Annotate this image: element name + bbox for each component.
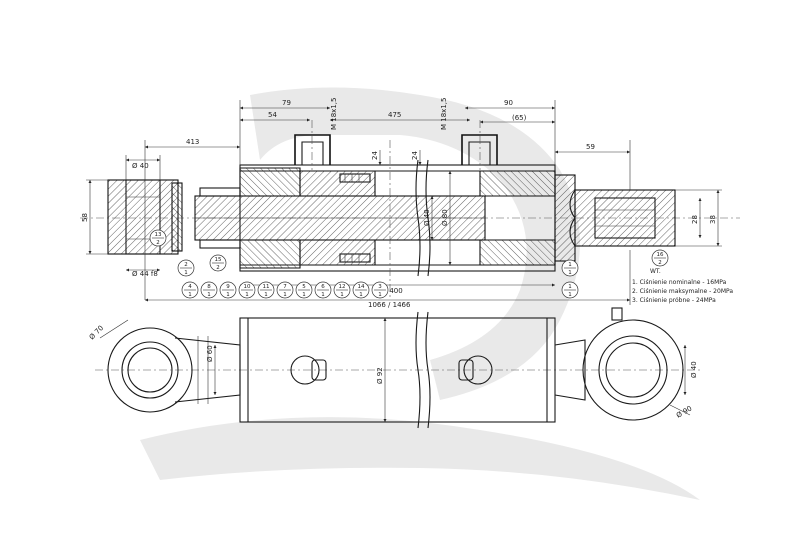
part-balloon: 162 xyxy=(651,249,669,267)
part-balloon: 41 xyxy=(181,281,199,299)
dim-24-left: 24 xyxy=(371,151,379,160)
part-balloon: 91 xyxy=(219,281,237,299)
notes-title: WT. xyxy=(650,268,661,275)
balloon-quantity: 1 xyxy=(226,292,230,298)
balloon-number: 16 xyxy=(657,252,664,258)
part-balloon: 11 xyxy=(561,259,579,277)
spec-notes: WT. 1. Ciśnienie nominalne - 16MPa 2. Ci… xyxy=(632,268,733,304)
balloon-quantity: 1 xyxy=(302,292,306,298)
part-balloon: 111 xyxy=(257,281,275,299)
dim-90: 90 xyxy=(504,99,513,107)
watermark xyxy=(140,87,700,500)
part-balloon: 61 xyxy=(314,281,332,299)
dim-side-right-bore: Ø 40 xyxy=(690,361,698,378)
balloon-quantity: 1 xyxy=(283,292,287,298)
part-balloon: 11 xyxy=(561,281,579,299)
port-left xyxy=(294,134,331,165)
part-balloon: 141 xyxy=(352,281,370,299)
balloon-number: 1 xyxy=(568,284,572,290)
dim-28: 28 xyxy=(691,215,699,224)
balloon-number: 3 xyxy=(378,284,382,290)
dimension-lines xyxy=(86,100,722,305)
dim-thread-left: M 18x1,5 xyxy=(330,98,338,130)
balloon-quantity: 1 xyxy=(359,292,363,298)
dim-eye-bore: Ø 40 xyxy=(132,162,149,170)
balloon-number: 10 xyxy=(244,284,251,290)
part-balloon: 81 xyxy=(200,281,218,299)
end-cap xyxy=(479,170,556,197)
balloon-number: 13 xyxy=(155,232,162,238)
dim-59: 59 xyxy=(586,143,595,151)
balloon-number: 4 xyxy=(188,284,192,290)
balloon-quantity: 1 xyxy=(188,292,192,298)
part-balloon: 21 xyxy=(177,259,195,277)
dim-475: 475 xyxy=(388,111,401,119)
balloon-number: 2 xyxy=(184,262,188,268)
dim-eye-height: 58 xyxy=(81,213,89,222)
balloon-number: 9 xyxy=(226,284,230,290)
balloon-quantity: 1 xyxy=(568,292,572,298)
side-view xyxy=(95,307,700,429)
balloon-quantity: 1 xyxy=(264,292,268,298)
balloon-quantity: 1 xyxy=(245,292,249,298)
part-balloon: 121 xyxy=(333,281,351,299)
balloon-number: 15 xyxy=(215,257,222,263)
part-balloon: 71 xyxy=(276,281,294,299)
balloon-quantity: 1 xyxy=(321,292,325,298)
piston xyxy=(299,170,376,197)
balloon-quantity: 1 xyxy=(568,270,572,276)
notes-line-1: 1. Ciśnienie nominalne - 16MPa xyxy=(632,279,727,286)
part-balloon: 31 xyxy=(371,281,389,299)
balloon-number: 7 xyxy=(283,284,287,290)
part-balloon: 132 xyxy=(149,229,167,247)
balloon-quantity: 2 xyxy=(658,260,662,266)
dim-length: 1066 / 1466 xyxy=(368,301,411,309)
dim-rod: Ø 40 xyxy=(423,209,431,226)
dim-side-neck: Ø 60 xyxy=(206,345,214,362)
dim-79: 79 xyxy=(282,99,291,107)
port-right xyxy=(461,134,498,165)
notes-line-2: 2. Ciśnienie maksymalne - 20MPa xyxy=(632,288,733,295)
notes-line-3: 3. Ciśnienie próbne - 24MPa xyxy=(632,297,716,304)
balloon-quantity: 2 xyxy=(216,265,220,271)
dim-side-eye-outer: Ø 70 xyxy=(88,324,105,341)
balloon-number: 12 xyxy=(339,284,346,290)
balloon-number: 6 xyxy=(321,284,325,290)
dim-413: 413 xyxy=(186,138,199,146)
side-barrel xyxy=(239,317,556,423)
part-balloon: 152 xyxy=(209,254,227,272)
dim-38: 38 xyxy=(709,215,717,224)
dim-65: (65) xyxy=(512,114,527,122)
balloon-quantity: 1 xyxy=(184,270,188,276)
balloon-number: 11 xyxy=(263,284,270,290)
dim-eye-pin: Ø 44 f8 xyxy=(132,270,158,278)
dim-side-barrel: Ø 92 xyxy=(376,367,384,384)
part-balloon: 101 xyxy=(238,281,256,299)
dim-side-right-outer: Ø 90 xyxy=(675,404,693,419)
part-balloon: 51 xyxy=(295,281,313,299)
left-eye-bushing xyxy=(107,179,179,255)
dim-thread-right: M 18x1,5 xyxy=(440,98,448,130)
right-eye xyxy=(574,189,676,247)
gland-left xyxy=(239,167,301,197)
dim-24-right: 24 xyxy=(411,151,419,160)
side-left-eye xyxy=(107,327,193,413)
balloon-quantity: 1 xyxy=(207,292,211,298)
section-view xyxy=(80,120,740,300)
balloon-quantity: 1 xyxy=(378,292,382,298)
balloon-number: 8 xyxy=(207,284,211,290)
dim-54: 54 xyxy=(268,111,277,119)
balloon-number: 14 xyxy=(358,284,365,290)
balloon-number: 5 xyxy=(302,284,306,290)
balloon-quantity: 1 xyxy=(340,292,344,298)
side-right-eye xyxy=(582,319,684,421)
dim-bore: Ø 80 xyxy=(441,209,449,226)
balloon-number: 1 xyxy=(568,262,572,268)
dim-stroke: H= 400 xyxy=(376,287,403,295)
balloon-quantity: 2 xyxy=(156,240,160,246)
